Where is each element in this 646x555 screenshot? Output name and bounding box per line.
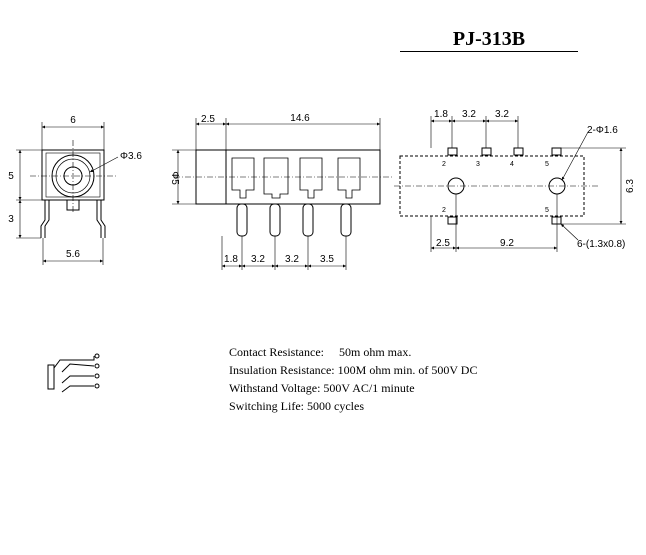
- schematic-terminal: [94, 383, 100, 389]
- fp-pad-number: 2: [442, 207, 446, 214]
- spec-insulation-resistance: Insulation Resistance: 100M ohm min. of …: [229, 363, 478, 377]
- fp-pad-number: 3: [476, 161, 480, 168]
- fp-pad-label: 6-(1.3x0.8): [577, 239, 625, 250]
- side-front-label: 2.5: [201, 114, 215, 125]
- front-hole-label: Φ3.6: [120, 151, 142, 162]
- fp-pad-number: 4: [510, 161, 514, 168]
- spec-withstand-voltage: Withstand Voltage: 500V AC/1 minute: [229, 381, 415, 395]
- front-right-leg: [100, 200, 106, 238]
- side-length-label: 14.6: [290, 113, 310, 124]
- schematic-terminal: [94, 353, 100, 359]
- spec-contact-resistance: Contact Resistance: 50m ohm max.: [229, 345, 412, 359]
- schematic-symbol: [47, 353, 100, 393]
- spec-switching-life: Switching Life: 5000 cycles: [229, 399, 364, 413]
- side-pin-4: [340, 203, 352, 237]
- fp-pad-number: 5: [545, 161, 549, 168]
- hole-leader: [89, 156, 119, 173]
- side-pin-3: [302, 203, 314, 237]
- front-left-leg-inner: [44, 200, 50, 238]
- side-contact-1: [231, 157, 255, 199]
- front-right-leg-inner: [96, 200, 102, 238]
- footprint-pad-bottom-5: [551, 216, 562, 225]
- side-pin-2: [269, 203, 281, 237]
- schematic-terminal: [94, 363, 100, 369]
- fp-pad-number: 2: [442, 161, 446, 168]
- front-height-label: 5: [8, 171, 14, 182]
- footprint-pad-top-3: [481, 147, 492, 156]
- fp-height-label: 6.3: [625, 179, 636, 193]
- fp-hole-leader: [561, 131, 589, 181]
- side-contact-3: [299, 157, 323, 199]
- schematic-wire-3: [61, 375, 94, 384]
- fp-top-label-3: 3.2: [495, 109, 509, 120]
- fp-pad-leader: [560, 223, 579, 241]
- title-underline: [400, 51, 578, 52]
- spec-list: Contact Resistance: 50m ohm max. Insulat…: [229, 343, 477, 415]
- front-width-label: 6: [70, 115, 76, 126]
- side-pitch-label-3: 3.2: [285, 254, 299, 265]
- footprint-pad-top-2: [447, 147, 458, 156]
- footprint-view: [394, 116, 626, 252]
- front-pin-span-label: 5.6: [66, 249, 80, 260]
- fp-hole-label: 2-Φ1.6: [587, 125, 618, 136]
- fp-bottom-label-2: 9.2: [500, 238, 514, 249]
- front-left-leg: [40, 200, 46, 238]
- footprint-pad-top-5: [551, 147, 562, 156]
- side-contact-4: [337, 157, 361, 199]
- fp-bottom-label-1: 2.5: [436, 238, 450, 249]
- footprint-pad-bottom-2: [447, 216, 458, 225]
- side-pin-1: [236, 203, 248, 237]
- part-title: PJ-313B: [452, 28, 526, 50]
- side-view: [172, 118, 392, 270]
- front-view: [16, 122, 119, 265]
- schematic-wire-2: [61, 363, 95, 373]
- schematic-wire-4: [61, 385, 94, 393]
- front-bottom-tab: [66, 199, 80, 211]
- schematic-terminal: [94, 373, 100, 379]
- side-contact-2: [263, 157, 289, 199]
- fp-pad-number: 5: [545, 207, 549, 214]
- side-pitch-label-2: 3.2: [251, 254, 265, 265]
- side-height-label: Φ5: [169, 171, 180, 185]
- schematic-sleeve: [47, 364, 55, 390]
- fp-top-label-2: 3.2: [462, 109, 476, 120]
- footprint-pad-top-4: [513, 147, 524, 156]
- side-pitch-label-1: 1.8: [224, 254, 238, 265]
- front-leg-label: 3: [8, 214, 14, 225]
- schematic-wire-1: [53, 356, 95, 369]
- fp-top-label-1: 1.8: [434, 109, 448, 120]
- side-pitch-label-4: 3.5: [320, 254, 334, 265]
